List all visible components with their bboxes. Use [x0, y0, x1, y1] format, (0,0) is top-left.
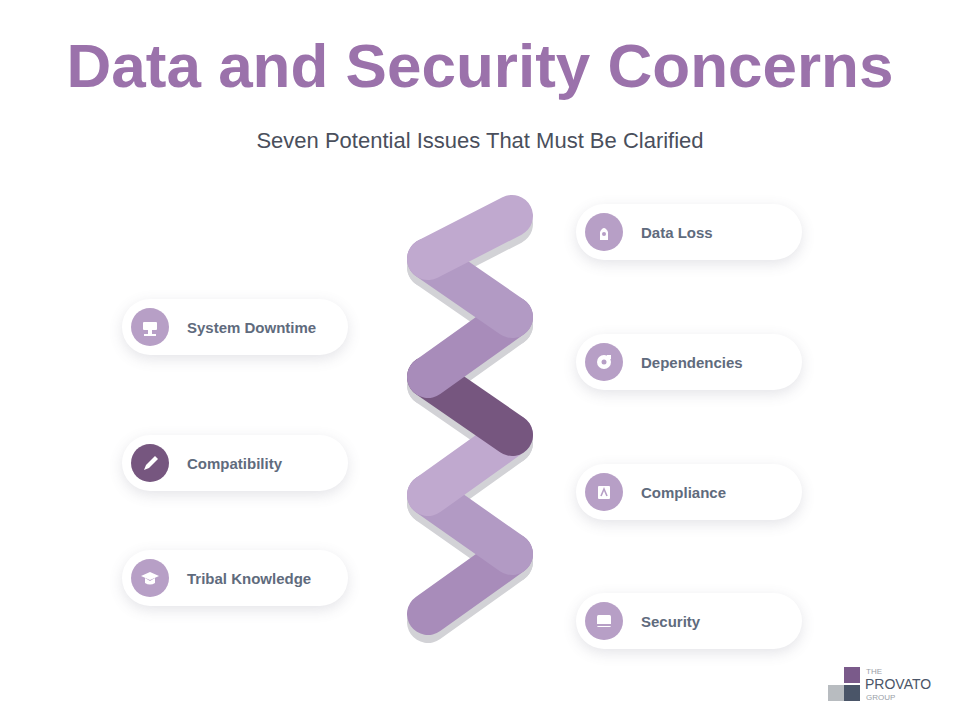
issue-label: Tribal Knowledge	[187, 550, 338, 606]
issue-label: Dependencies	[641, 334, 792, 390]
logo-mark	[828, 667, 860, 701]
issue-pill: Tribal Knowledge	[122, 550, 348, 606]
issue-icon	[131, 308, 169, 346]
issue-icon	[585, 473, 623, 511]
logo-text: THE	[866, 667, 882, 676]
issue-pill: System Downtime	[122, 299, 348, 355]
zigzag-slabs	[428, 216, 512, 614]
issue-label: Security	[641, 593, 792, 649]
zigzag-shadow	[428, 224, 512, 622]
issue-pill: Data Loss	[576, 204, 802, 260]
issue-label: System Downtime	[187, 299, 338, 355]
issue-icon	[585, 213, 623, 251]
icon-glyph	[585, 343, 623, 381]
issue-pill: Compatibility	[122, 435, 348, 491]
icon-glyph	[131, 308, 169, 346]
issue-pill: Security	[576, 593, 802, 649]
logo-text: GROUP	[866, 693, 895, 702]
issue-pill: Compliance	[576, 464, 802, 520]
title: Data and Security Concerns	[0, 30, 960, 101]
icon-glyph	[131, 559, 169, 597]
issue-icon	[131, 444, 169, 482]
issue-pill: Dependencies	[576, 334, 802, 390]
issue-icon	[131, 559, 169, 597]
icon-glyph	[131, 444, 169, 482]
issue-label: Compatibility	[187, 435, 338, 491]
issue-icon	[585, 602, 623, 640]
logo-text: PROVATO	[865, 676, 931, 692]
icon-glyph	[585, 213, 623, 251]
issue-label: Compliance	[641, 464, 792, 520]
icon-glyph	[585, 602, 623, 640]
issue-icon	[585, 343, 623, 381]
icon-glyph	[585, 473, 623, 511]
subtitle: Seven Potential Issues That Must Be Clar…	[0, 128, 960, 154]
issue-label: Data Loss	[641, 204, 792, 260]
